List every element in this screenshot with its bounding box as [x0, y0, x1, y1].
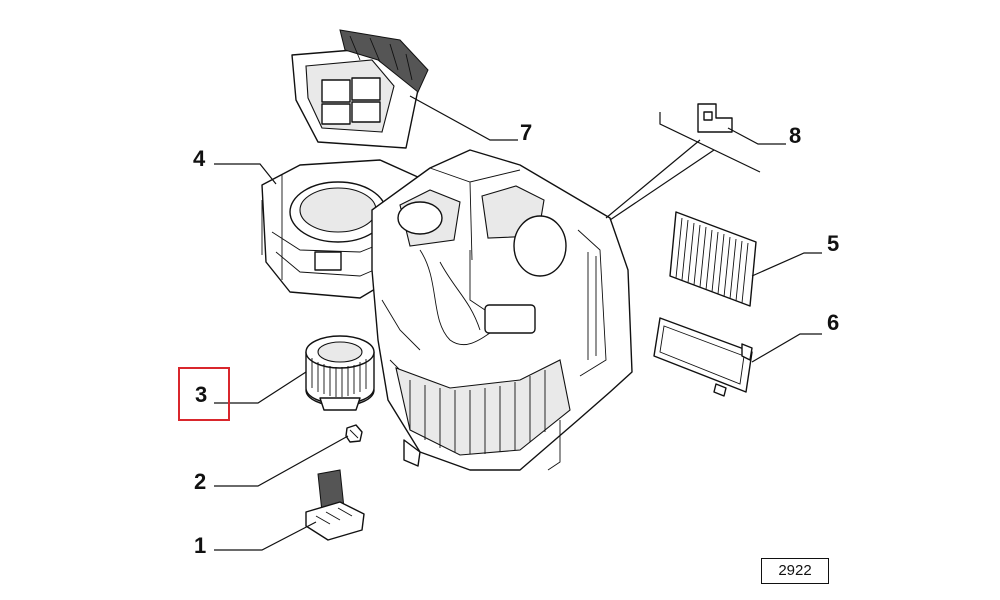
part-8-bracket: [605, 103, 761, 221]
part-4-blower-housing: [261, 159, 421, 299]
part-7-air-intake: [291, 29, 429, 149]
leader-8: [727, 127, 786, 145]
reference-number-box: 2922: [761, 558, 829, 584]
callout-5: 5: [827, 231, 839, 256]
part-1-resistor: [305, 469, 365, 541]
part-5-cabin-filter: [669, 211, 757, 307]
callout-7: 7: [520, 120, 532, 145]
part-3-blower-motor: [305, 335, 375, 411]
leader-1: [214, 521, 317, 551]
leader-lines: [214, 95, 822, 551]
leader-4: [214, 163, 277, 185]
callout-1: 1: [194, 533, 206, 558]
leader-2: [214, 435, 349, 487]
part-2-clip: [345, 424, 363, 443]
leader-6: [751, 333, 822, 363]
callout-3: 3: [195, 382, 207, 407]
callout-4: 4: [193, 146, 206, 171]
callout-2: 2: [194, 469, 206, 494]
callout-6: 6: [827, 310, 839, 335]
callout-3-highlight-box: [178, 367, 230, 421]
hvac-main-housing: [371, 149, 633, 471]
leader-5: [751, 252, 822, 277]
callout-8: 8: [789, 123, 801, 148]
leader-7: [409, 95, 518, 141]
part-6-filter-cover: [653, 317, 753, 397]
